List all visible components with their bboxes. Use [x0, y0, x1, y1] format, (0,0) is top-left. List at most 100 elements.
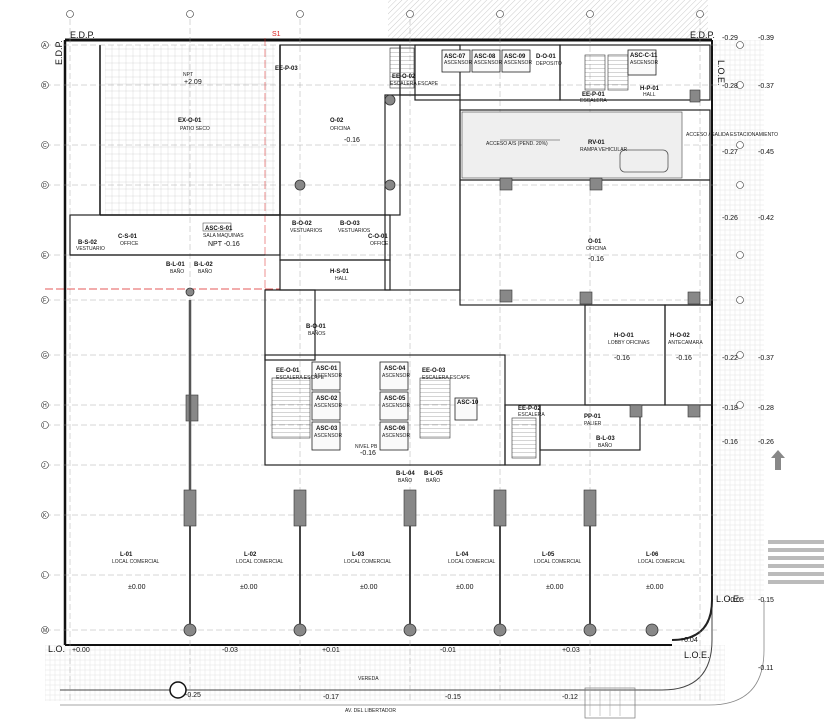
svg-text:ASC-06: ASC-06 — [384, 426, 406, 432]
room-b-o-03[interactable]: B-O-03 VESTUARIOS — [338, 221, 371, 234]
room-o-02[interactable]: O-02 OFICINA -0.16 — [330, 118, 360, 144]
north-arrow-icon — [771, 450, 785, 470]
svg-text:EE-O-02: EE-O-02 — [392, 74, 416, 80]
svg-text:ESCALERA: ESCALERA — [580, 98, 607, 104]
svg-text:±0.00: ±0.00 — [456, 584, 474, 591]
room-d-o-01[interactable]: D-O-01 DEPOSITO — [536, 54, 562, 67]
svg-text:EE-P-02: EE-P-02 — [518, 406, 541, 412]
room-pp-01[interactable]: PP-01 PALIER — [584, 414, 602, 427]
svg-text:-0.05: -0.05 — [728, 597, 744, 604]
room-b-l-04[interactable]: B-L-04 BAÑO — [396, 471, 415, 484]
svg-text:ASCENSOR: ASCENSOR — [504, 60, 532, 66]
svg-text:-0.12: -0.12 — [562, 694, 578, 701]
svg-text:VESTUARIO: VESTUARIO — [76, 246, 105, 252]
svg-text:-0.16: -0.16 — [588, 256, 604, 263]
svg-text:EE-P-03: EE-P-03 — [275, 66, 298, 72]
svg-text:ASC-10: ASC-10 — [457, 400, 479, 406]
svg-text:-0.15: -0.15 — [445, 694, 461, 701]
room-c-o-01[interactable]: C-O-01 OFFICE — [368, 234, 389, 247]
svg-text:C-S-01: C-S-01 — [118, 234, 138, 240]
svg-text:ASCENSOR: ASCENSOR — [474, 60, 502, 66]
room-h-p-01[interactable]: H-P-01 HALL — [640, 86, 660, 98]
svg-text:L-03: L-03 — [352, 552, 365, 558]
room-b-o-02[interactable]: B-O-02 VESTUARIOS — [290, 221, 323, 234]
room-b-l-01[interactable]: B-L-01 BAÑO — [166, 262, 185, 275]
svg-text:-0.16: -0.16 — [360, 450, 376, 457]
svg-text:BAÑO: BAÑO — [198, 268, 212, 275]
svg-text:G: G — [43, 353, 47, 359]
room-ee-o-02[interactable]: EE-O-02 ESCALERA ESCAPE — [390, 74, 439, 87]
svg-text:H-S-01: H-S-01 — [330, 269, 350, 275]
svg-text:±0.00: ±0.00 — [546, 584, 564, 591]
svg-text:C: C — [43, 143, 47, 149]
room-c-s-01[interactable]: C-S-01 OFFICE — [118, 234, 139, 247]
room-ee-p-01[interactable]: EE-P-01 ESCALERA — [580, 92, 607, 104]
svg-text:-0.26: -0.26 — [758, 439, 774, 446]
svg-text:B-L-05: B-L-05 — [424, 471, 443, 477]
svg-text:OFICINA: OFICINA — [330, 126, 351, 132]
svg-text:LOCAL COMERCIAL: LOCAL COMERCIAL — [236, 559, 284, 565]
room-ex-o-01[interactable]: EX-O-01 PATIO SECO NPT +2.09 — [178, 72, 210, 132]
svg-text:ACCESO A/S (PEND. 20%): ACCESO A/S (PEND. 20%) — [486, 141, 548, 147]
local-l-06[interactable]: L-06 LOCAL COMERCIAL ±0.00 — [638, 552, 686, 591]
svg-text:L-02: L-02 — [244, 552, 257, 558]
room-ee-p-03[interactable]: EE-P-03 — [275, 66, 298, 72]
svg-text:ASCENSOR: ASCENSOR — [444, 60, 472, 66]
local-l-04[interactable]: L-04 LOCAL COMERCIAL ±0.00 — [448, 552, 496, 591]
room-b-s-02[interactable]: B-S-02 VESTUARIO — [76, 240, 105, 252]
svg-text:B-L-04: B-L-04 — [396, 471, 415, 477]
room-ee-p-02[interactable]: EE-P-02 ESCALERA — [518, 406, 545, 418]
room-b-l-05[interactable]: B-L-05 BAÑO — [424, 471, 443, 484]
room-rv-01[interactable]: RV-01 RAMPA VEHICULAR ACCESO A/S (PEND. … — [486, 140, 628, 153]
room-h-s-01[interactable]: H-S-01 HALL — [330, 269, 350, 282]
svg-text:ASC-01: ASC-01 — [316, 366, 338, 372]
svg-text:ASC-05: ASC-05 — [384, 396, 406, 402]
room-asc-c-11[interactable]: ASC-C-11 ASCENSOR — [630, 53, 658, 66]
svg-text:ESCALERA ESCAPE: ESCALERA ESCAPE — [276, 375, 325, 381]
svg-text:OFFICE: OFFICE — [120, 241, 139, 247]
edp-left: E.D.P. — [70, 30, 95, 40]
svg-text:B-S-02: B-S-02 — [78, 240, 98, 246]
access-right: ACCESO / SALIDA ESTACIONAMIENTO — [686, 132, 778, 138]
neighbor-hatch — [388, 0, 708, 40]
svg-text:-0.45: -0.45 — [758, 149, 774, 156]
local-l-03[interactable]: L-03 LOCAL COMERCIAL ±0.00 — [344, 552, 392, 591]
svg-text:HALL: HALL — [643, 92, 656, 98]
svg-text:B: B — [43, 83, 47, 89]
svg-text:-0.15: -0.15 — [758, 597, 774, 604]
svg-text:-0.28: -0.28 — [722, 83, 738, 90]
loe-bottom: L.O.E. — [684, 650, 710, 660]
svg-text:B-O-03: B-O-03 — [340, 221, 360, 227]
svg-text:-0.17: -0.17 — [323, 694, 339, 701]
room-h-o-02[interactable]: H-O-02 ANTECAMARA -0.16 — [668, 333, 703, 362]
svg-text:EX-O-01: EX-O-01 — [178, 118, 202, 124]
right-levels: -0.29 -0.39 -0.28 -0.37 -0.27 -0.45 -0.2… — [680, 35, 774, 672]
room-h-o-01[interactable]: H-O-01 LOBBY OFICINAS -0.16 — [608, 333, 650, 362]
svg-text:M: M — [43, 628, 47, 634]
local-l-01[interactable]: L-01 LOCAL COMERCIAL ±0.00 — [112, 552, 160, 591]
svg-text:+0.01: +0.01 — [322, 647, 340, 654]
room-b-o-01[interactable]: B-O-01 BAÑOS — [306, 324, 326, 337]
svg-text:ASCENSOR: ASCENSOR — [314, 433, 342, 439]
svg-text:LOBBY OFICINAS: LOBBY OFICINAS — [608, 340, 650, 346]
nivel-pb: NIVEL PB -0.16 — [355, 444, 378, 457]
room-o-01[interactable]: O-01 OFICINA -0.16 — [586, 239, 607, 263]
edp-vertical: E.D.P. — [54, 40, 64, 65]
svg-text:PALIER: PALIER — [584, 421, 602, 427]
svg-text:-0.27: -0.27 — [722, 149, 738, 156]
room-asc-10[interactable]: ASC-10 — [457, 400, 479, 406]
room-ee-o-01[interactable]: EE-O-01 ESCALERA ESCAPE — [276, 368, 325, 381]
room-ee-o-03[interactable]: EE-O-03 ESCALERA ESCAPE — [422, 368, 471, 381]
room-asc-s-01[interactable]: ASC-S-01 SALA MAQUINAS NPT -0.16 — [202, 222, 244, 248]
svg-text:-0.16: -0.16 — [722, 439, 738, 446]
svg-text:ASC-09: ASC-09 — [504, 54, 526, 60]
room-b-l-02[interactable]: B-L-02 BAÑO — [194, 262, 213, 275]
svg-text:ASCENSOR: ASCENSOR — [630, 60, 658, 66]
svg-text:NIVEL PB: NIVEL PB — [355, 444, 378, 450]
svg-text:RAMPA VEHICULAR: RAMPA VEHICULAR — [580, 147, 628, 153]
svg-text:H-O-02: H-O-02 — [670, 333, 690, 339]
local-l-02[interactable]: L-02 LOCAL COMERCIAL ±0.00 — [236, 552, 284, 591]
local-l-05[interactable]: L-05 LOCAL COMERCIAL ±0.00 — [534, 552, 582, 591]
svg-text:RV-01: RV-01 — [588, 140, 605, 146]
room-b-l-03[interactable]: B-L-03 BAÑO — [596, 436, 615, 449]
